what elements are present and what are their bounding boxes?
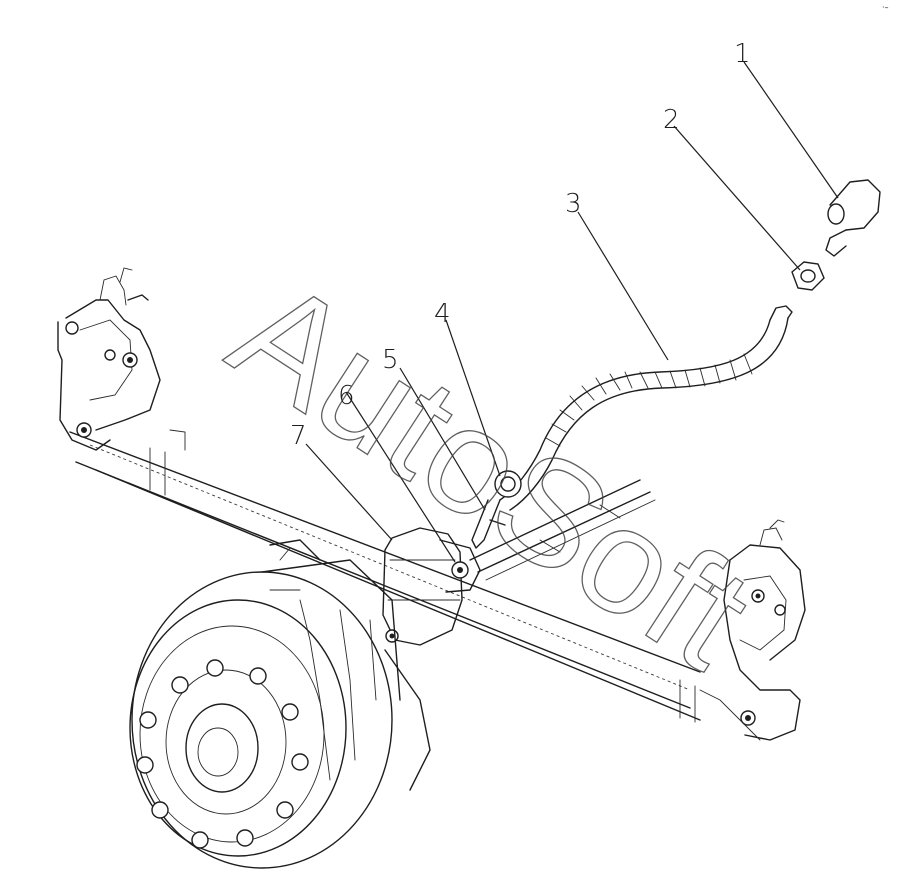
brake-drum-hub bbox=[129, 539, 431, 869]
air-hose bbox=[499, 305, 793, 511]
leader-lines bbox=[305, 61, 839, 563]
callout-7: 7 bbox=[290, 421, 307, 451]
right-spring-bracket bbox=[699, 519, 806, 741]
callout-2: 2 bbox=[663, 105, 680, 135]
callout-1: 1 bbox=[734, 39, 751, 69]
watermark-text: AutoSoft bbox=[205, 246, 779, 700]
leaf-spring bbox=[469, 479, 656, 581]
hose-fittings bbox=[471, 470, 522, 549]
callout-4: 4 bbox=[434, 299, 451, 329]
left-spring-bracket bbox=[57, 267, 161, 451]
part-2-nut bbox=[791, 261, 825, 291]
corner-mark: ·– bbox=[882, 3, 889, 12]
brake-chamber bbox=[382, 527, 481, 646]
callout-3: 3 bbox=[565, 189, 582, 219]
wheel-studs bbox=[136, 659, 309, 849]
part-1-cap bbox=[825, 179, 881, 257]
callout-5: 5 bbox=[382, 345, 399, 375]
callout-6: 6 bbox=[338, 381, 355, 411]
